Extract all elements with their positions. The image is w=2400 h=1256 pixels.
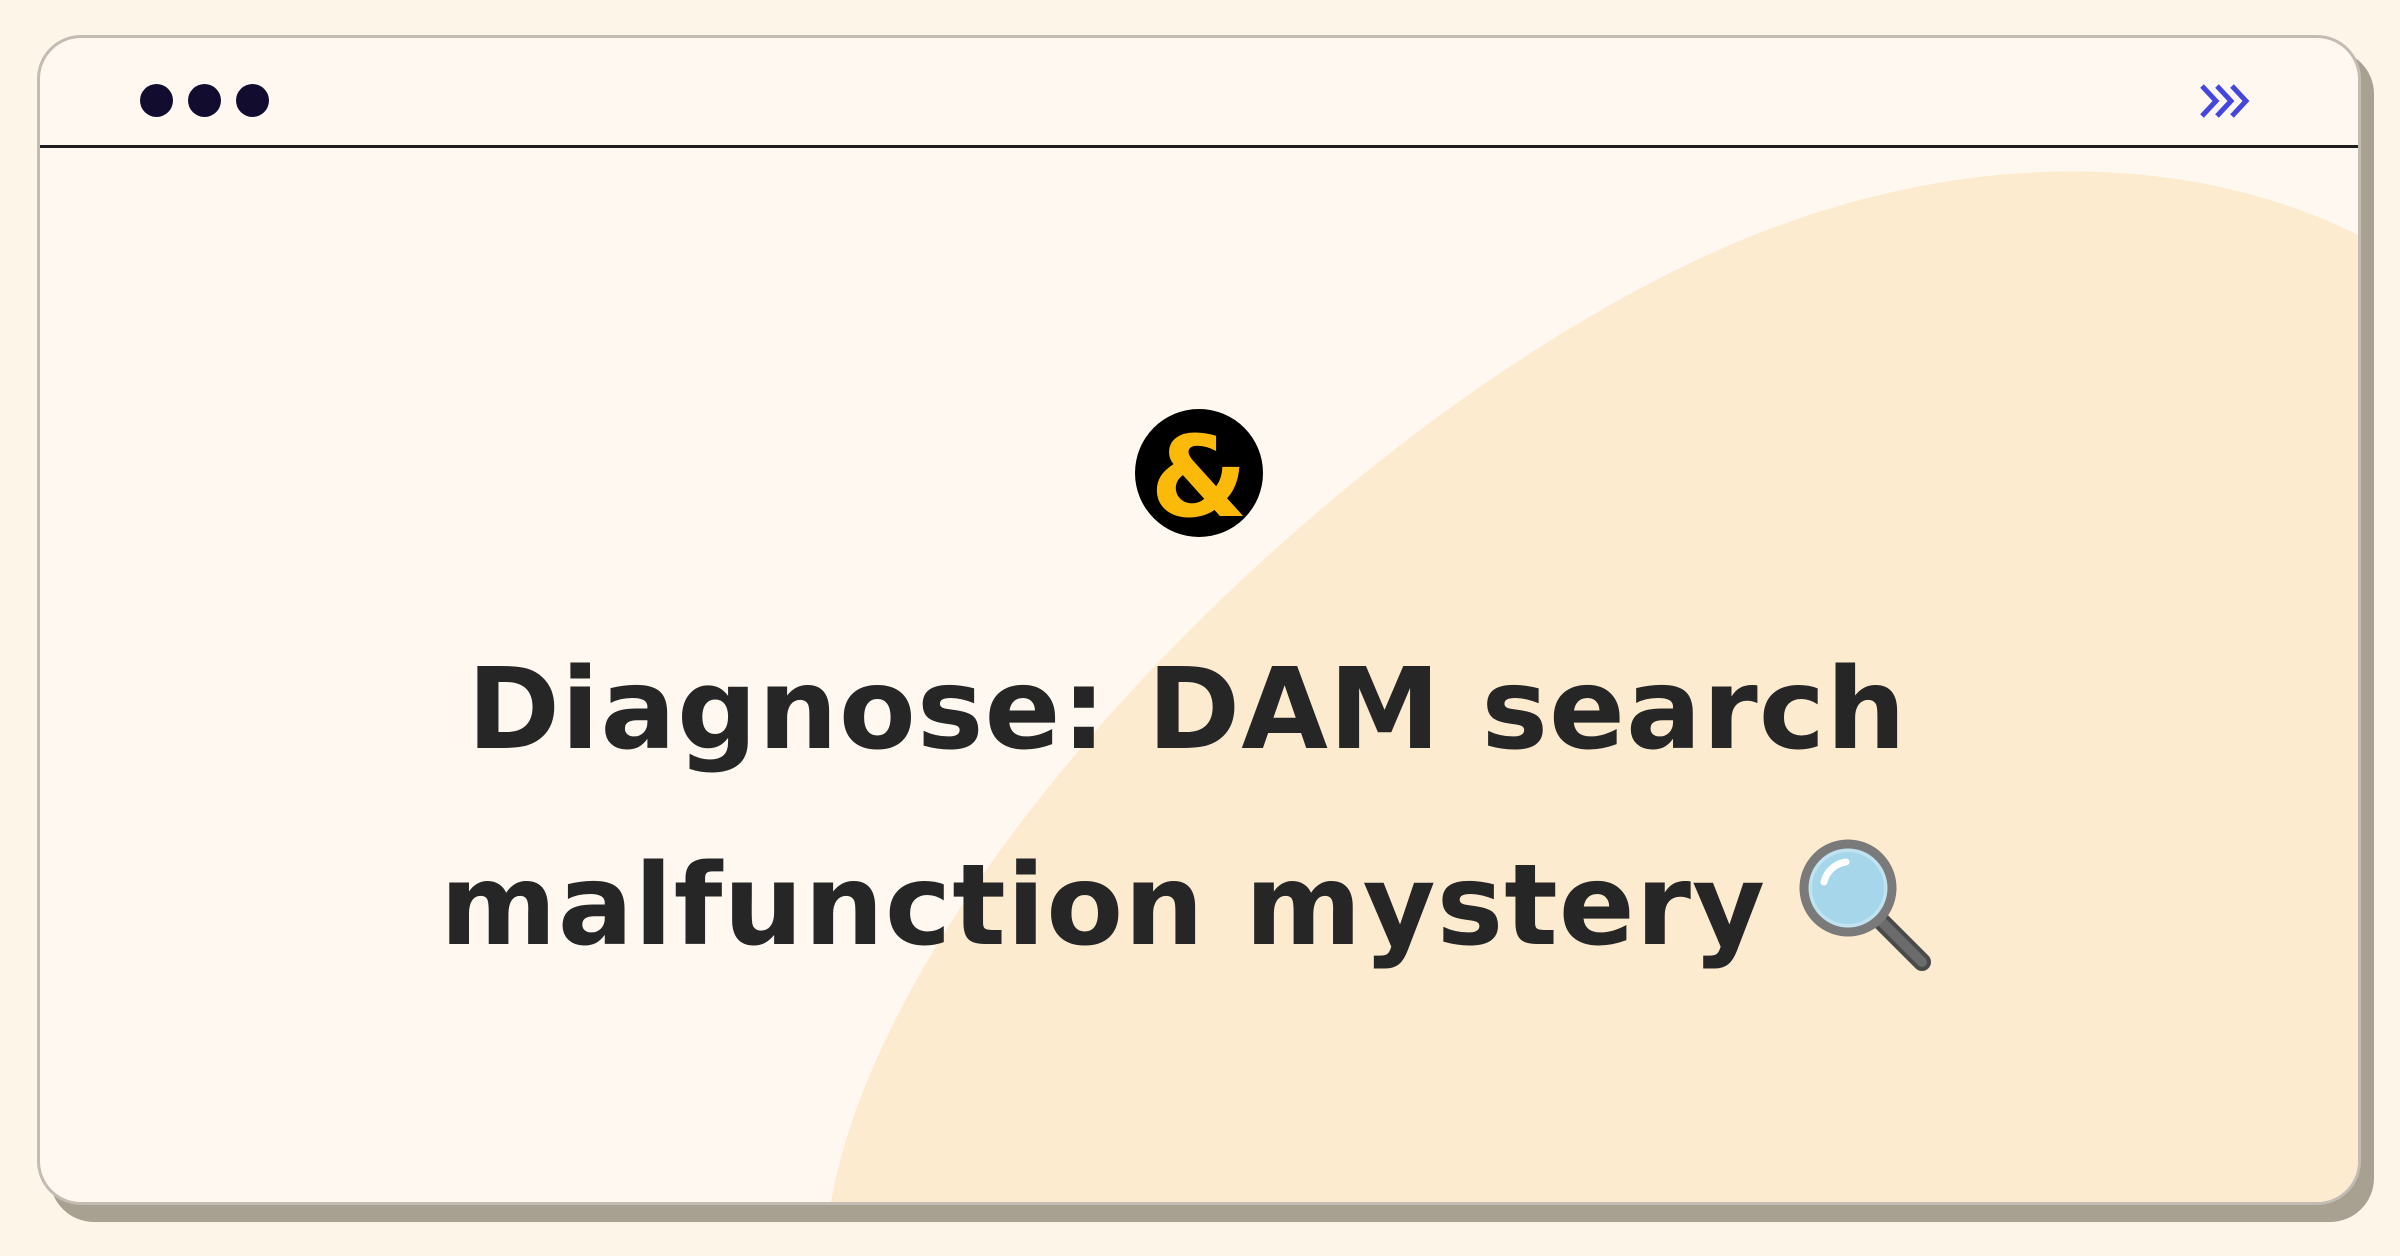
browser-window (37, 35, 2361, 1205)
headline-line-1: Diagnose: DAM search (467, 645, 1907, 775)
window-titlebar (40, 38, 2358, 148)
window-controls (140, 84, 269, 117)
background-blob (831, 171, 2358, 1202)
headline-line-2-wrap: malfunction mystery (362, 808, 2012, 1004)
headline-line-2: malfunction mystery (440, 841, 1766, 971)
logo-glyph: & (1150, 413, 1248, 538)
ampersand-logo-icon: & (1135, 409, 1263, 538)
magnifying-glass-icon (1799, 839, 1931, 971)
page-headline: Diagnose: DAM search malfunction mystery (362, 612, 2012, 1004)
window-dot-icon[interactable] (140, 84, 173, 117)
window-dot-icon[interactable] (236, 84, 269, 117)
triple-chevron-right-icon[interactable] (2198, 80, 2254, 122)
window-dot-icon[interactable] (188, 84, 221, 117)
